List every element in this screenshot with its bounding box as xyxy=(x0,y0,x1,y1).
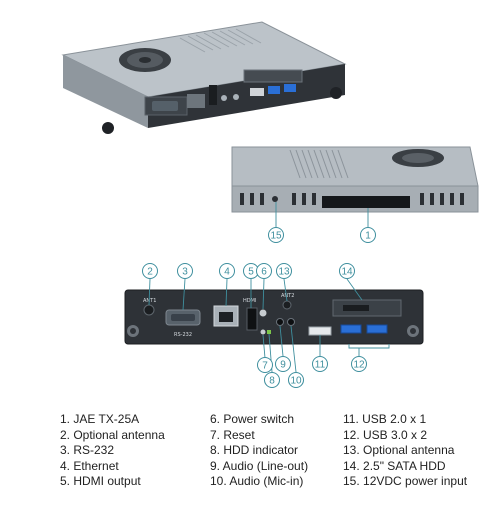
power-input-icon xyxy=(272,196,278,202)
callout-13: 13 xyxy=(276,263,292,279)
callout-8: 8 xyxy=(264,372,280,388)
svg-text:6: 6 xyxy=(261,267,267,278)
legend-column-1: 1. JAE TX-25A 2. Optional antenna 3. RS-… xyxy=(60,412,165,490)
callout-10: 10 xyxy=(288,372,304,388)
antenna1-icon xyxy=(143,304,155,316)
svg-text:10: 10 xyxy=(290,376,302,387)
legend-item: 8. HDD indicator xyxy=(210,443,299,458)
callout-15: 15 xyxy=(268,227,284,243)
legend-item: 7. Reset xyxy=(210,427,255,442)
legend-item: 4. Ethernet xyxy=(60,458,119,473)
svg-text:8: 8 xyxy=(269,376,275,387)
power-switch-icon xyxy=(259,309,267,317)
legend-item: 6. Power switch xyxy=(210,412,295,426)
antenna2-icon xyxy=(282,300,292,310)
svg-text:4: 4 xyxy=(224,267,230,278)
reset-button-icon xyxy=(260,329,266,335)
svg-text:5: 5 xyxy=(248,267,254,278)
callout-11: 11 xyxy=(312,356,328,372)
legend-item: 9. Audio (Line-out) xyxy=(210,458,309,473)
svg-text:2: 2 xyxy=(147,267,153,278)
callout-12: 12 xyxy=(351,356,367,372)
svg-text:9: 9 xyxy=(280,360,286,371)
callout-7: 7 xyxy=(257,357,273,373)
legend-item: 14. 2.5" SATA HDD xyxy=(343,458,446,473)
callout-5: 5 xyxy=(243,263,259,279)
legend-column-2: 6. Power switch 7. Reset 8. HDD indicato… xyxy=(210,412,308,490)
panel-label-ant1: ANT1 xyxy=(143,298,156,304)
callout-1: 1 xyxy=(360,227,376,243)
legend-column-3: 11. USB 2.0 x 1 12. USB 3.0 x 2 13. Opti… xyxy=(343,412,467,490)
legend-item: 5. HDMI output xyxy=(60,474,141,489)
callout-9: 9 xyxy=(275,356,291,372)
audio-micin-icon xyxy=(287,318,295,326)
usb2-port-icon xyxy=(308,326,332,336)
legend-item: 1. JAE TX-25A xyxy=(60,412,140,426)
svg-text:14: 14 xyxy=(341,267,353,278)
legend-item: 15. 12VDC power input xyxy=(343,474,468,489)
legend-item: 2. Optional antenna xyxy=(60,427,165,442)
ethernet-port-icon xyxy=(187,94,205,108)
svg-text:13: 13 xyxy=(278,267,290,278)
svg-text:3: 3 xyxy=(182,267,188,278)
legend-item: 10. Audio (Mic-in) xyxy=(210,474,304,489)
legend: 1. JAE TX-25A 2. Optional antenna 3. RS-… xyxy=(60,412,490,502)
panel-label-serial: RS-232 xyxy=(174,332,192,338)
legend-item: 12. USB 3.0 x 2 xyxy=(343,427,428,442)
leader-lines xyxy=(148,202,390,373)
svg-text:15: 15 xyxy=(270,231,282,242)
usb3-port-1-icon xyxy=(340,324,362,334)
usb3-port-2-icon xyxy=(366,324,388,334)
svg-text:1: 1 xyxy=(365,231,371,242)
legend-item: 3. RS-232 xyxy=(60,443,115,458)
callout-4: 4 xyxy=(219,263,235,279)
jae-connector-icon xyxy=(322,196,410,208)
callout-3: 3 xyxy=(177,263,193,279)
legend-item: 11. USB 2.0 x 1 xyxy=(343,412,427,426)
panel-label-ant2: ANT2 xyxy=(281,293,294,299)
svg-text:11: 11 xyxy=(315,360,326,371)
hdmi-port-icon xyxy=(246,307,258,331)
svg-text:12: 12 xyxy=(353,360,365,371)
svg-text:7: 7 xyxy=(262,361,268,372)
hdd-led-icon xyxy=(267,330,271,334)
side-view xyxy=(231,146,479,213)
rear-panel-view: ANT1 RS-232 HDMI ANT2 xyxy=(124,289,424,345)
callouts: 2 3 4 5 6 13 14 7 8 9 10 11 12 15 1 xyxy=(142,227,376,388)
callout-6: 6 xyxy=(256,263,272,279)
panel-label-hdmi: HDMI xyxy=(243,298,256,304)
callout-2: 2 xyxy=(142,263,158,279)
isometric-view xyxy=(61,21,347,134)
callout-14: 14 xyxy=(339,263,355,279)
legend-item: 13. Optional antenna xyxy=(343,443,455,458)
audio-lineout-icon xyxy=(276,318,284,326)
serial-port-icon xyxy=(152,101,178,111)
